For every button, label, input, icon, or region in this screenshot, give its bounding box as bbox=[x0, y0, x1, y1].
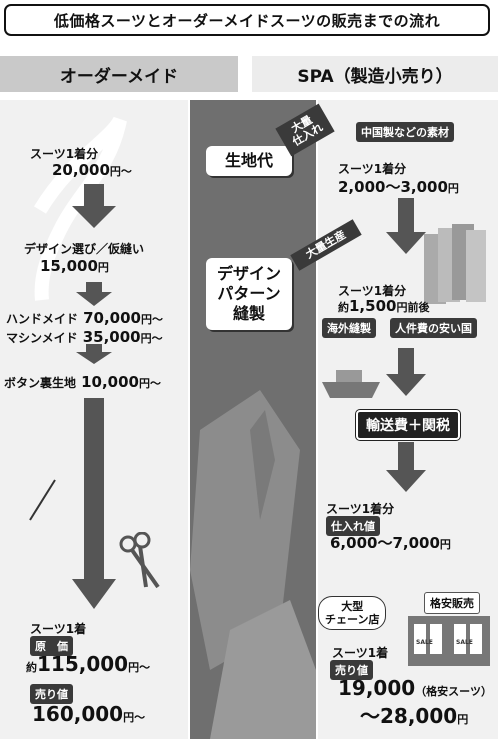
cost-tag: 原 価 bbox=[30, 636, 73, 656]
spa-header: SPA（製造小売り） bbox=[252, 56, 498, 92]
ordermade-fabric-price: 20,000円〜 bbox=[52, 161, 132, 179]
spa-sale-tag: 売り値 bbox=[330, 660, 373, 680]
spa-arrows bbox=[386, 198, 426, 492]
spa-fabric-price: 2,000〜3,000円 bbox=[338, 178, 459, 196]
design-sewing-box: デザイン パターン 縫製 bbox=[206, 258, 292, 330]
ordermade-total-label: スーツ1着 bbox=[30, 622, 87, 636]
button-lining-line: ボタン裏生地 10,000円〜 bbox=[4, 373, 161, 391]
suits-rack-illustration bbox=[424, 224, 486, 304]
spa-sale-price-line1: 19,000（格安スーツ） bbox=[338, 676, 492, 700]
purchase-price: 6,000〜7,000円 bbox=[330, 534, 451, 552]
labor-cost-tag: 人件費の安い国 bbox=[390, 318, 477, 338]
ordermade-sale-tag: 売り値 bbox=[30, 684, 73, 704]
ordermade-header: オーダーメイド bbox=[0, 56, 238, 92]
svg-text:SALE: SALE bbox=[416, 639, 433, 646]
material-tag: 中国製などの素材 bbox=[356, 122, 454, 142]
machinemade-line: マシンメイド 35,000円〜 bbox=[6, 328, 163, 346]
scissors-icon bbox=[119, 532, 160, 589]
spa-sale-price-line2: 〜28,000円 bbox=[360, 704, 469, 728]
store-building-illustration: SALE SALE bbox=[408, 616, 490, 666]
ordermade-sale-price: 160,000円〜 bbox=[32, 702, 146, 726]
design-price: 15,000円 bbox=[40, 257, 109, 275]
overseas-tag: 海外縫製 bbox=[322, 318, 376, 338]
svg-text:SALE: SALE bbox=[456, 639, 473, 646]
thread-illustration bbox=[29, 116, 127, 521]
discount-sale-tag: 格安販売 bbox=[424, 592, 480, 614]
cargo-ship-icon bbox=[322, 370, 380, 398]
spa-suit1-label: スーツ1着分 bbox=[338, 162, 407, 176]
spa-sewing-price: 約1,500円前後 bbox=[338, 297, 430, 315]
design-label: デザイン選び／仮縫い bbox=[24, 242, 145, 256]
purchase-price-tag: 仕入れ値 bbox=[326, 516, 380, 536]
cost-price: 約115,000円〜 bbox=[26, 652, 151, 676]
spa-total-label: スーツ1着 bbox=[332, 646, 389, 660]
handmade-line: ハンドメイド 70,000円〜 bbox=[6, 309, 163, 327]
fabric-cost-box: 生地代 bbox=[206, 146, 292, 176]
shipping-tariff-box: 輸送費＋関税 bbox=[356, 410, 460, 440]
spa-suit2-label: スーツ1着分 bbox=[338, 284, 407, 298]
ordermade-arrows bbox=[72, 184, 116, 609]
chain-store-bubble: 大型チェーン店 bbox=[318, 596, 387, 630]
spa-suit3-label: スーツ1着分 bbox=[326, 502, 395, 516]
page-title: 低価格スーツとオーダーメイドスーツの販売までの流れ bbox=[4, 4, 490, 36]
ordermade-suit-label: スーツ1着分 bbox=[30, 147, 99, 161]
suit-silhouette-illustration bbox=[190, 390, 316, 739]
